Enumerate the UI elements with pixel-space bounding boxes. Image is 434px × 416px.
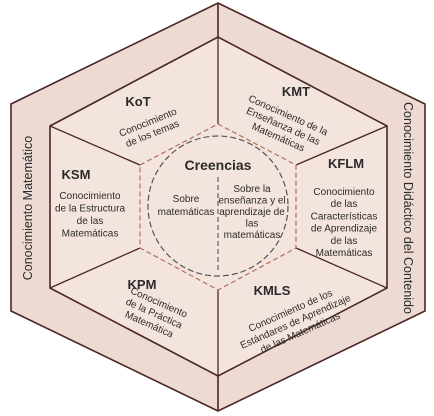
ksm-desc-line: de la Estructura: [55, 204, 125, 215]
spoke-top-right: [295, 125, 388, 166]
center-left-line: matemáticas: [158, 207, 215, 218]
center-right-line: matemáticas: [224, 230, 281, 241]
center-right-line: enseñanza y el: [218, 196, 285, 207]
kpm-abbr: KPM: [128, 277, 157, 292]
left-domain-label: Conocimiento Matemático: [21, 136, 35, 281]
right-domain-label: Conocimiento Didáctico del Contenido: [401, 102, 415, 314]
kflm-desc-line: Características: [311, 211, 378, 222]
center-right-line: Sobre la: [233, 184, 271, 195]
beliefs-circle: [147, 135, 289, 277]
kflm-desc-line: de Aprendizaje: [311, 224, 378, 235]
kflm-desc-line: Matemáticas: [316, 248, 373, 259]
spoke-bottom-right: [295, 247, 388, 289]
ksm-desc-line: de las: [77, 216, 104, 227]
beliefs-hexagon: [139, 123, 297, 291]
center-title: Creencias: [185, 157, 252, 173]
spoke-top-left: [49, 125, 141, 166]
center-left-text: Sobre matemáticas: [158, 194, 215, 218]
kflm-desc-line: Conocimiento: [313, 187, 375, 198]
ksm-abbr: KSM: [62, 167, 91, 182]
kmls-abbr: KMLS: [254, 283, 291, 298]
center-right-line: aprendizaje de: [219, 207, 285, 218]
kflm-desc-line: de las: [331, 236, 358, 247]
kot-abbr: KoT: [125, 94, 150, 109]
center-left-line: Sobre: [173, 194, 200, 205]
kflm-desc-line: de las: [331, 199, 358, 210]
center-right-line: las: [246, 219, 259, 230]
kflm-abbr: KFLM: [328, 156, 364, 171]
ksm-desc-line: Matemáticas: [62, 229, 119, 240]
ksm-desc-line: Conocimiento: [59, 191, 121, 202]
spoke-bottom-left: [49, 247, 141, 289]
kmt-abbr: KMT: [282, 84, 310, 99]
